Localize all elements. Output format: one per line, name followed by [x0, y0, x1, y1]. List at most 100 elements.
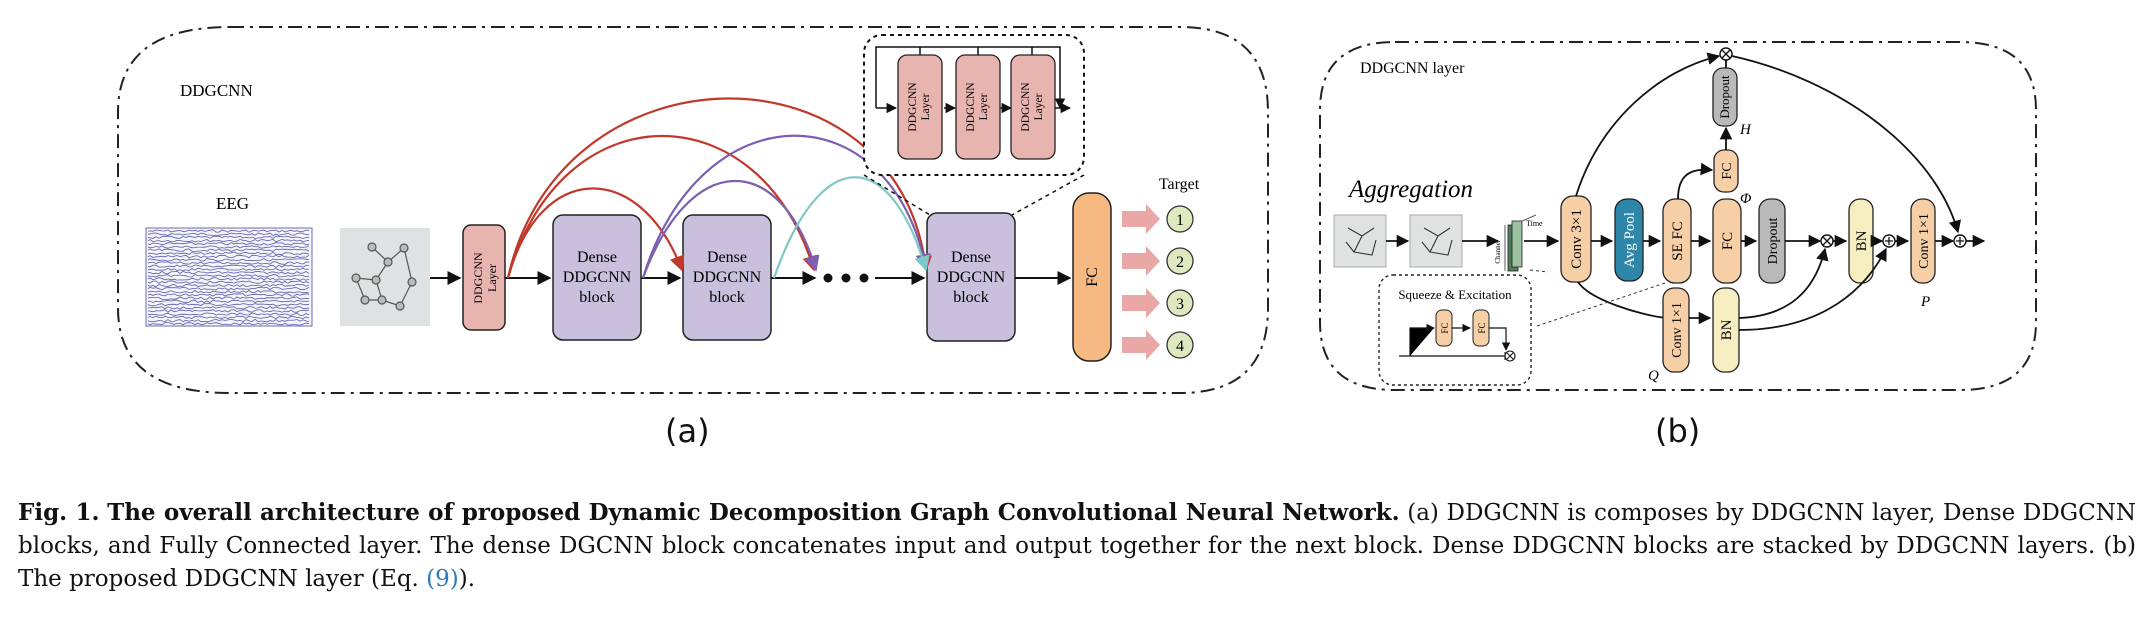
layer-label-line2: Layer: [485, 264, 499, 292]
dense-block-3: Dense DDGCNN block: [926, 212, 1016, 342]
ellipsis-dots: [823, 273, 869, 283]
eeg-trace: [147, 270, 310, 275]
add-node-final: [1953, 234, 1967, 248]
svg-text:1: 1: [1176, 212, 1184, 229]
panel-b-title: DDGCNN layer: [1360, 60, 1465, 77]
svg-text:Layer: Layer: [978, 93, 990, 120]
figure-svg: DDGCNN EEG DDGCNN Laye: [117, 26, 2037, 394]
bn-main-block: BN: [1848, 198, 1874, 284]
eeg-trace: [147, 312, 310, 316]
eeg-trace: [147, 303, 310, 307]
dense-2-line2: DDGCNN: [693, 269, 762, 286]
se-fc-block: SE FC: [1662, 198, 1692, 284]
phi-label: Φ: [1740, 191, 1752, 207]
eeg-label: EEG: [216, 194, 249, 213]
svg-text:Dropout: Dropout: [1766, 218, 1781, 265]
caption-text-end: ).: [458, 566, 476, 592]
panel-a-border: [117, 26, 1269, 394]
target-3: 3: [1166, 289, 1194, 317]
eeg-trace: [147, 245, 310, 249]
dense-2-line1: Dense: [707, 249, 747, 266]
eeg-trace: [147, 277, 310, 281]
eeg-trace: [147, 290, 310, 294]
eeg-trace: [147, 232, 309, 236]
caption-title: The overall architecture of proposed Dyn…: [107, 499, 1400, 526]
eeg-trace: [147, 258, 310, 262]
eeg-trace: [147, 264, 310, 268]
aggregation-graph-icon-2: [1409, 214, 1463, 268]
multiply-node-top: [1719, 47, 1733, 61]
dense-block-2: Dense DDGCNN block: [682, 214, 772, 341]
dropout-main-block: Dropout: [1758, 198, 1786, 284]
ddgcnn-layer-block: DDGCNN Layer: [462, 224, 506, 331]
inset-layer-2: DDGCNN Layer: [955, 54, 1001, 160]
target-2: 2: [1166, 247, 1194, 275]
inset-layer-1: DDGCNN Layer: [897, 54, 943, 160]
dense-skip-connections: [506, 97, 933, 279]
fc-block: FC: [1072, 192, 1112, 362]
target-label: Target: [1159, 176, 1200, 193]
q-label: Q: [1648, 368, 1659, 384]
dense-1-line3: block: [579, 289, 615, 306]
figure: DDGCNN EEG DDGCNN Laye: [117, 26, 2037, 394]
svg-text:BN: BN: [1719, 319, 1735, 340]
dense-1-line1: Dense: [577, 249, 617, 266]
squeeze-excitation-inset: Squeeze & Excitation FC FC: [1378, 269, 1666, 386]
tensor-icon: Time Channel: [1494, 214, 1543, 272]
svg-text:Conv 3×1: Conv 3×1: [1569, 209, 1585, 269]
caption-text: (a) DDGCNN is composes by DDGCNN layer, …: [18, 500, 2137, 592]
graph-icon: [340, 228, 430, 326]
eeg-trace: [147, 299, 310, 304]
target-1: 1: [1166, 205, 1194, 233]
eeg-trace: [148, 267, 310, 272]
svg-text:Conv 1×1: Conv 1×1: [1670, 302, 1685, 358]
svg-text:BN: BN: [1854, 230, 1870, 251]
dense-block-inset: DDGCNN Layer DDGCNN Layer DDGCNN Layer: [863, 34, 1085, 216]
se-title: Squeeze & Excitation: [1398, 287, 1512, 302]
eeg-trace: [147, 251, 310, 256]
dense-1-line2: DDGCNN: [563, 269, 632, 286]
dense-3-line2: DDGCNN: [937, 269, 1006, 286]
target-4: 4: [1166, 331, 1194, 359]
eeg-trace: [147, 242, 310, 246]
eeg-trace: [147, 274, 310, 278]
channel-label: Channel: [1494, 240, 1502, 263]
aggregation-label: Aggregation: [1347, 176, 1473, 203]
panel-b-border: [1319, 41, 2037, 391]
svg-text:SE FC: SE FC: [1670, 221, 1686, 261]
se-fc-1-label: FC: [1440, 322, 1450, 333]
eeg-trace: [148, 309, 310, 313]
eeg-signal: [145, 227, 313, 327]
aggregation-graph-icon-1: [1333, 214, 1387, 268]
h-label: H: [1739, 122, 1752, 138]
fc-main-block: FC: [1712, 198, 1742, 284]
svg-text:Layer: Layer: [920, 93, 932, 120]
eeg-trace: [147, 318, 310, 323]
eeg-trace: [147, 254, 310, 259]
svg-text:DDGCNN: DDGCNN: [1020, 82, 1032, 132]
eeg-trace: [147, 315, 310, 320]
panel-a-title: DDGCNN: [180, 81, 253, 100]
svg-text:3: 3: [1176, 296, 1184, 313]
svg-text:Avg Pool: Avg Pool: [1622, 212, 1638, 268]
eeg-trace: [147, 296, 310, 300]
eeg-trace: [147, 280, 310, 284]
svg-text:Layer: Layer: [1033, 93, 1045, 120]
target-arrows: [1122, 204, 1160, 360]
multiply-node-mid: [1820, 234, 1834, 248]
eeg-trace: [147, 261, 310, 265]
eeg-trace: [147, 238, 310, 243]
svg-text:Conv 1×1: Conv 1×1: [1917, 213, 1932, 269]
caption-eq-link[interactable]: (9): [426, 566, 459, 592]
svg-text:FC: FC: [1720, 232, 1736, 250]
panel-b-sublabel: (b): [1655, 412, 1701, 450]
eeg-trace: [147, 306, 310, 310]
dropout-top-block: Dropout: [1712, 67, 1738, 127]
panel-a-sublabel: (a): [665, 412, 710, 450]
figure-caption: Fig. 1. The overall architecture of prop…: [18, 496, 2136, 596]
svg-text:Dropout: Dropout: [1717, 75, 1732, 119]
svg-text:4: 4: [1176, 338, 1184, 355]
svg-text:DDGCNN: DDGCNN: [907, 82, 919, 132]
eeg-trace: [147, 293, 310, 297]
eeg-trace: [147, 283, 310, 288]
